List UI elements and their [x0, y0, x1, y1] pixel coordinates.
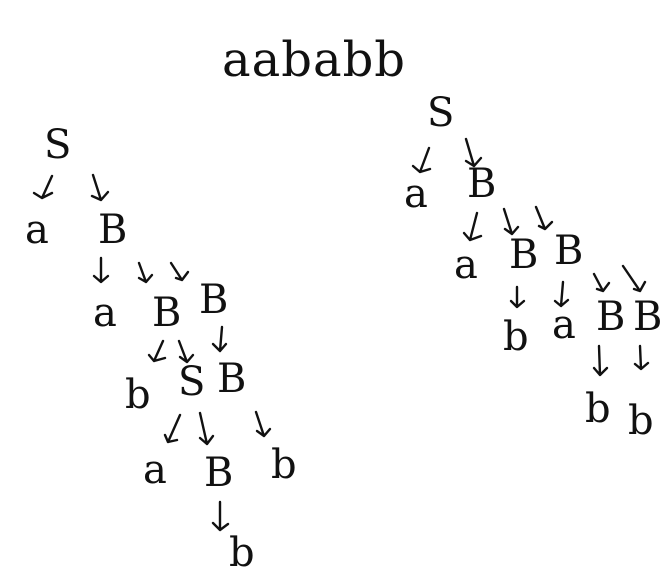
- right-edge-B5-b: [633, 344, 650, 371]
- right-node-a-3: a: [552, 302, 576, 348]
- left-node-B-1: B: [98, 207, 127, 253]
- right-edge-B-a: [462, 211, 483, 242]
- right-node-b-2: b: [585, 386, 611, 432]
- right-edge-B2-b: [509, 285, 526, 309]
- left-node-B-4: B: [217, 356, 246, 402]
- right-node-a-2: a: [454, 242, 478, 288]
- right-node-b-1: b: [503, 314, 529, 360]
- left-edge-S2-B: [198, 411, 215, 446]
- left-parse-tree: S a B a B B b S B a B b b: [25, 122, 297, 576]
- right-node-S-root: S: [427, 90, 454, 136]
- left-edge-B2-S: [177, 339, 195, 364]
- left-edge-S-a: [32, 174, 54, 200]
- right-node-a-1: a: [404, 171, 428, 217]
- left-edge-B5-b: [211, 500, 230, 532]
- left-edge-B-B2: [137, 261, 154, 284]
- right-edge-S-a: [411, 146, 432, 174]
- right-node-B-4: B: [596, 294, 625, 340]
- right-node-b-3: b: [628, 398, 654, 444]
- left-node-a-1: a: [25, 207, 49, 253]
- right-node-B-1: B: [467, 161, 496, 207]
- right-edge-B3-a: [553, 280, 570, 308]
- left-node-b-2: b: [271, 442, 297, 488]
- right-edge-S-B: [464, 137, 483, 168]
- right-edge-B3-B4: [592, 272, 611, 293]
- left-node-b-1: b: [125, 372, 151, 418]
- left-node-S-2: S: [178, 359, 205, 405]
- left-edge-B-a: [92, 256, 110, 284]
- left-edge-B-B3: [169, 261, 190, 282]
- right-node-B-2: B: [509, 232, 538, 278]
- input-string-title: aababb: [222, 32, 406, 88]
- left-edge-B4-b: [254, 410, 272, 438]
- right-edge-B3-B5: [621, 264, 647, 293]
- left-node-a-2: a: [93, 290, 117, 336]
- left-node-a-3: a: [143, 447, 167, 493]
- left-edge-S2-a: [163, 413, 182, 444]
- left-edge-B3-B: [211, 325, 228, 353]
- right-edge-B4-b: [592, 344, 609, 377]
- right-edge-B-B2: [502, 207, 520, 236]
- right-parse-tree: S a B a B B b a B B b b: [404, 90, 662, 444]
- left-node-S-root: S: [44, 122, 71, 168]
- left-node-B-5: B: [204, 450, 233, 496]
- left-node-B-3: B: [199, 277, 228, 323]
- right-node-B-3: B: [554, 228, 583, 274]
- right-edge-B-B3: [534, 205, 554, 231]
- left-edge-S-B: [90, 173, 110, 202]
- left-edge-B2-b: [147, 339, 167, 363]
- left-node-B-2: B: [152, 290, 181, 336]
- left-node-b-3: b: [229, 530, 255, 576]
- right-node-B-5: B: [633, 294, 662, 340]
